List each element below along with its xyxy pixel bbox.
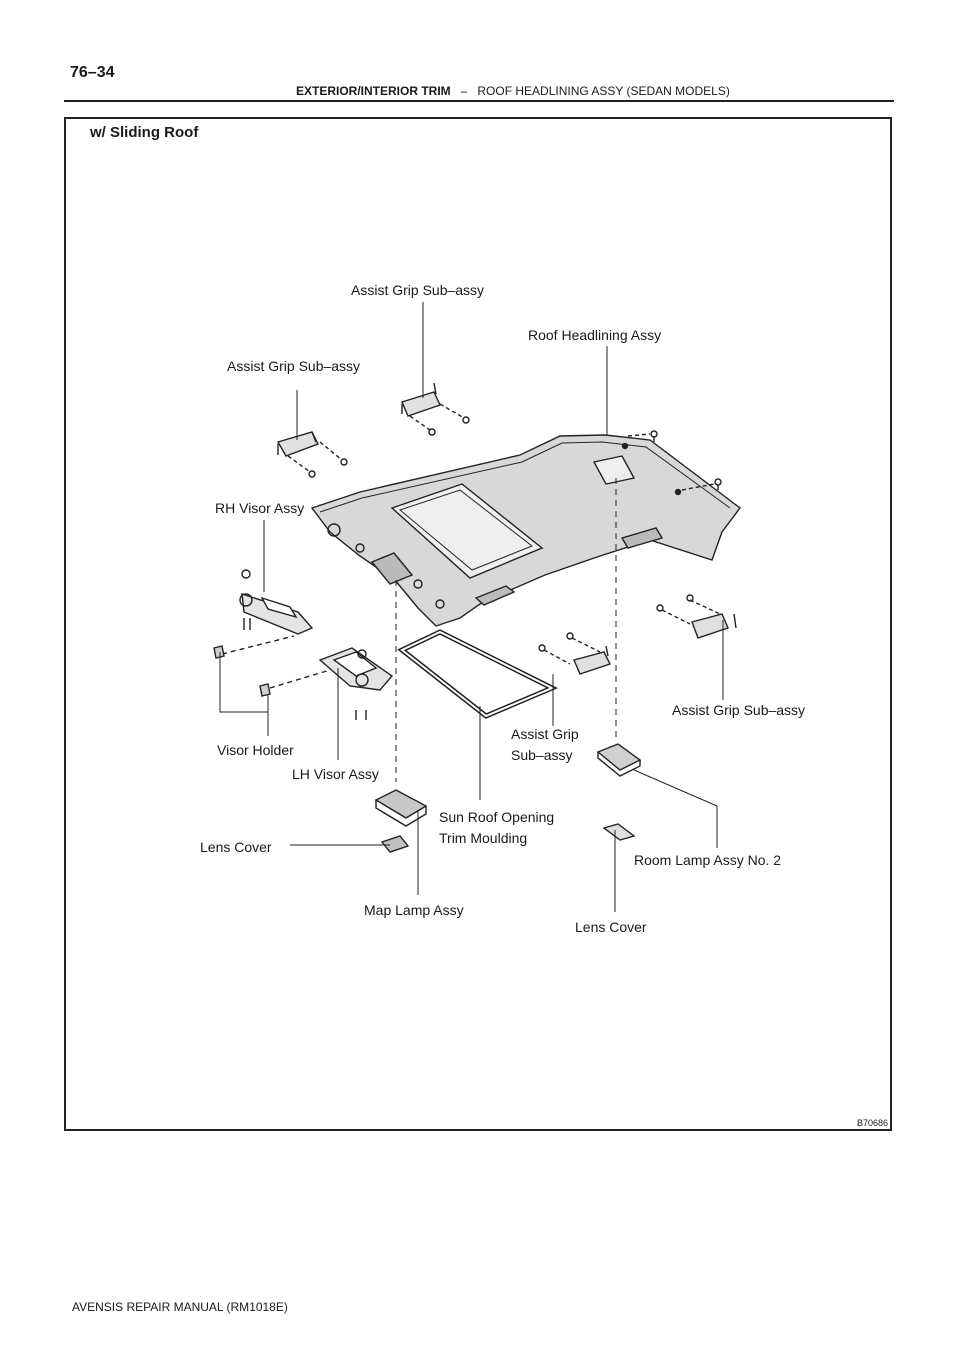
label-assist-grip-right: Assist Grip Sub–assy (672, 702, 806, 718)
label-lens-cover-left: Lens Cover (200, 839, 272, 855)
lens-cover-right-part (602, 823, 636, 841)
assist-grip-center-part (538, 632, 611, 675)
header-section: EXTERIOR/INTERIOR TRIM (296, 84, 451, 98)
label-assist-grip-center-line2: Sub–assy (511, 747, 573, 763)
label-map-lamp: Map Lamp Assy (364, 902, 464, 918)
visor-holder-left (213, 645, 225, 659)
label-lh-visor: LH Visor Assy (292, 766, 379, 782)
running-header: EXTERIOR/INTERIOR TRIM–ROOF HEADLINING A… (296, 84, 730, 98)
label-roof-headlining: Roof Headlining Assy (528, 327, 662, 343)
label-sun-roof-line1: Sun Roof Opening (439, 809, 555, 825)
assist-grip-left-part (276, 431, 348, 478)
roof-headlining-panel (310, 434, 741, 627)
header-topic: ROOF HEADLINING ASSY (SEDAN MODELS) (477, 84, 730, 98)
page-number: 76–34 (70, 64, 115, 81)
figure-subtitle: w/ Sliding Roof (90, 124, 199, 141)
footer-manual: AVENSIS REPAIR MANUAL (RM1018E) (72, 1300, 288, 1314)
label-assist-grip-center-line1: Assist Grip (511, 726, 579, 742)
room-lamp-part (596, 743, 642, 777)
assist-grip-top-part (401, 382, 470, 436)
label-sun-roof-line2: Trim Moulding (439, 830, 528, 846)
assist-grip-right-part (656, 594, 737, 639)
header-separator: – (460, 84, 468, 98)
label-assist-grip-left: Assist Grip Sub–assy (227, 358, 361, 374)
visor-holder-right (259, 683, 271, 697)
leader-lines (219, 302, 724, 912)
header-rule (64, 100, 894, 102)
lh-visor-part (269, 647, 394, 720)
label-visor-holder: Visor Holder (217, 742, 294, 758)
label-rh-visor: RH Visor Assy (215, 500, 305, 516)
label-lens-cover-right: Lens Cover (575, 919, 647, 935)
map-lamp-part (374, 789, 428, 827)
label-assist-grip-top: Assist Grip Sub–assy (351, 282, 485, 298)
label-room-lamp: Room Lamp Assy No. 2 (634, 852, 782, 868)
figure-id: B70686 (857, 1118, 889, 1128)
lens-cover-left-part (380, 835, 410, 853)
rh-visor-part (221, 569, 314, 655)
figure-frame (64, 117, 892, 1131)
